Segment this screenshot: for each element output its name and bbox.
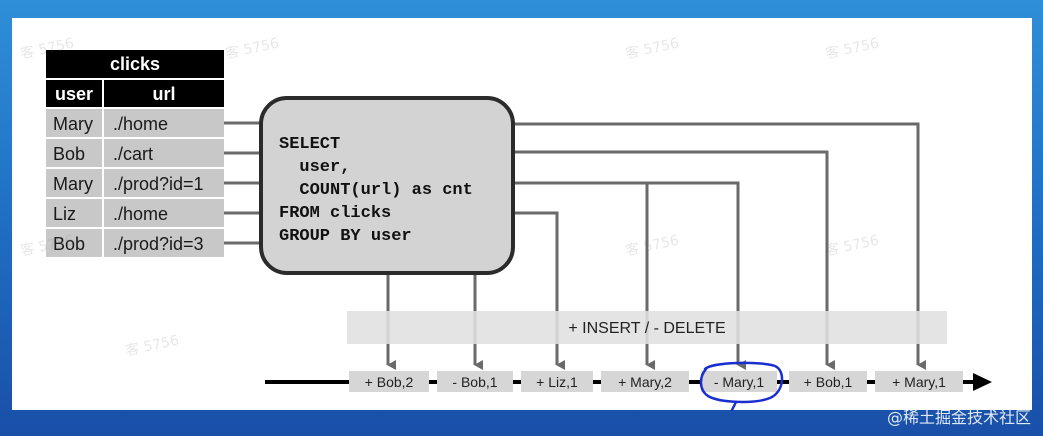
query-line: GROUP BY user — [279, 227, 412, 246]
row-url: ./prod?id=3 — [113, 234, 204, 254]
changelog-event: + Mary,2 — [601, 371, 689, 392]
header-url: url — [152, 84, 175, 104]
event-label: + Mary,1 — [892, 374, 946, 390]
table-row: Mary ./home — [46, 109, 224, 137]
query-line: user, — [279, 158, 350, 177]
event-label: + Bob,2 — [365, 374, 414, 390]
changelog-event: - Mary,1 — [701, 371, 777, 392]
table-row: Liz ./home — [46, 199, 224, 227]
event-label: + Bob,1 — [804, 374, 853, 390]
event-label: - Bob,1 — [452, 374, 497, 390]
event-label: + Mary,2 — [618, 374, 672, 390]
row-user: Bob — [53, 144, 85, 164]
input-connectors — [224, 121, 262, 245]
query-box: SELECT user, COUNT(url) as cnt FROM clic… — [259, 96, 515, 275]
table-row: Bob ./cart — [46, 139, 224, 167]
table-row: Mary ./prod?id=1 — [46, 169, 224, 197]
header-cell-user — [46, 80, 102, 107]
timeline-arrowhead — [973, 373, 992, 391]
row-user: Bob — [53, 234, 85, 254]
highlight-annotation — [699, 361, 784, 412]
changelog-event: + Mary,1 — [875, 371, 963, 392]
table-title-bar — [46, 50, 224, 78]
output-connectors — [386, 122, 926, 370]
insert-delete-band: + INSERT / - DELETE — [347, 311, 947, 344]
query-line: FROM clicks — [279, 204, 391, 223]
brand-watermark: @稀土掘金技术社区 — [886, 408, 1031, 427]
changelog-event: - Bob,1 — [437, 371, 513, 392]
changelog-timeline: + Bob,2 - Bob,1 + Liz,1 + Mary,2 - Mary,… — [265, 371, 992, 392]
clicks-table: clicks user url Mary ./home Bob ./cart M… — [46, 50, 224, 257]
row-url: ./prod?id=1 — [113, 174, 204, 194]
event-label: + Liz,1 — [536, 374, 578, 390]
row-user: Mary — [53, 174, 93, 194]
row-url: ./cart — [113, 144, 153, 164]
table-row: Bob ./prod?id=3 — [46, 229, 224, 257]
row-user: Liz — [53, 204, 76, 224]
query-line: COUNT(url) as cnt — [279, 181, 473, 200]
band-label: + INSERT / - DELETE — [568, 320, 725, 337]
table-title: clicks — [110, 54, 160, 74]
event-label: - Mary,1 — [714, 374, 765, 390]
header-user: user — [55, 84, 93, 104]
changelog-event: + Liz,1 — [521, 371, 593, 392]
changelog-event: + Bob,1 — [789, 371, 867, 392]
row-user: Mary — [53, 114, 93, 134]
row-url: ./home — [113, 114, 168, 134]
changelog-event: + Bob,2 — [349, 371, 429, 392]
header-cell-url — [104, 80, 224, 107]
query-line: SELECT — [279, 135, 340, 154]
row-url: ./home — [113, 204, 168, 224]
